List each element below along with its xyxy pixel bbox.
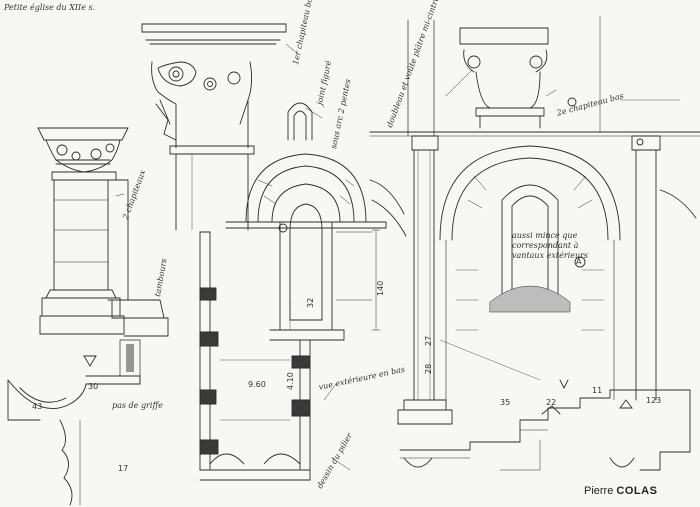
wall-plan [199, 231, 311, 481]
note-profile: pas de griffe [112, 401, 163, 410]
dim-30: 30 [88, 382, 99, 391]
artist-signature: Pierre COLAS [584, 485, 657, 497]
right-elevation [369, 15, 700, 425]
dim-35: 35 [500, 398, 511, 407]
dim-140: 140 [376, 280, 385, 296]
dim-11: 11 [592, 386, 603, 395]
note-window-1: aussi mince que [512, 231, 578, 240]
signature-first: Pierre [584, 485, 614, 497]
dim-410: 4.10 [286, 372, 295, 390]
dim-marker-a: A [576, 257, 582, 266]
note-window-2: correspondant à [512, 241, 579, 250]
bottom-right-plan [399, 379, 691, 471]
central-window [225, 153, 387, 341]
dim-32: 32 [306, 297, 315, 308]
header-note: Petite église du XIIe s. [4, 3, 96, 12]
dim-123: 123 [646, 396, 662, 405]
small-window [287, 102, 313, 141]
dim-960: 9.60 [248, 380, 266, 389]
left-column [7, 127, 169, 506]
signature-last: COLAS [616, 485, 658, 497]
note-window-3: vantaux extérieurs [512, 251, 589, 260]
upper-capital [141, 23, 287, 231]
dim-17: 17 [118, 464, 129, 473]
dim-27: 27 [424, 335, 433, 346]
leader-lines [115, 43, 557, 471]
dim-22: 22 [546, 398, 557, 407]
dim-43: 43 [32, 402, 43, 411]
dim-28: 28 [424, 363, 433, 374]
